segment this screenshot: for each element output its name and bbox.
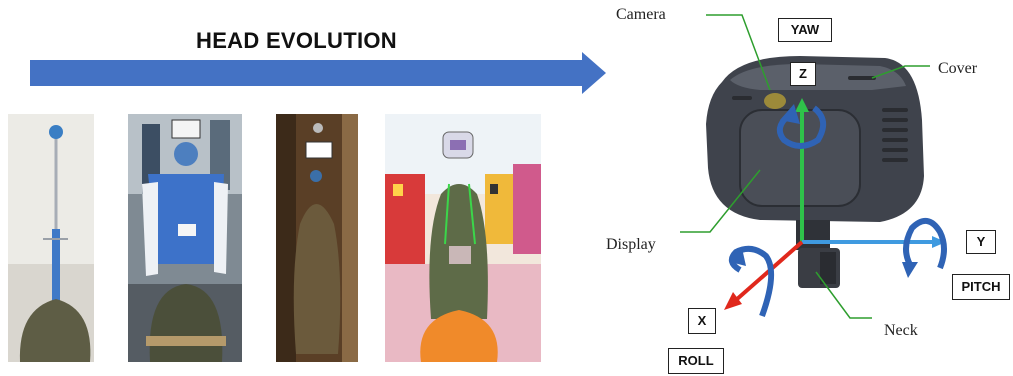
y-axis bbox=[802, 236, 946, 248]
robot-photo-3 bbox=[276, 114, 358, 362]
pitch-label-box: PITCH bbox=[952, 274, 1010, 300]
camera-label: Camera bbox=[616, 6, 666, 23]
robot-photo-2 bbox=[128, 114, 242, 362]
pitch-rotation-arrow bbox=[903, 218, 947, 270]
yaw-rotation-arrow bbox=[776, 105, 827, 149]
pitch-rotation-arrowhead bbox=[902, 262, 918, 278]
z-axis bbox=[795, 98, 809, 242]
yaw-rotation-arrowhead bbox=[780, 104, 800, 124]
display-label: Display bbox=[606, 236, 656, 253]
roll-rotation-arrowhead bbox=[730, 248, 746, 266]
leader-lines bbox=[680, 14, 930, 319]
x-label-box: X bbox=[688, 308, 716, 334]
robot-photo-4 bbox=[385, 114, 541, 362]
robot-photo-1 bbox=[8, 114, 94, 362]
roll-label-box: ROLL bbox=[668, 348, 724, 374]
evolution-arrow bbox=[30, 52, 606, 94]
yaw-label-box: YAW bbox=[778, 18, 832, 42]
diagram-title: HEAD EVOLUTION bbox=[196, 28, 397, 53]
cover-label: Cover bbox=[938, 60, 978, 77]
neck-label: Neck bbox=[884, 322, 918, 339]
z-label-box: Z bbox=[790, 62, 816, 86]
y-label-box: Y bbox=[966, 230, 996, 254]
